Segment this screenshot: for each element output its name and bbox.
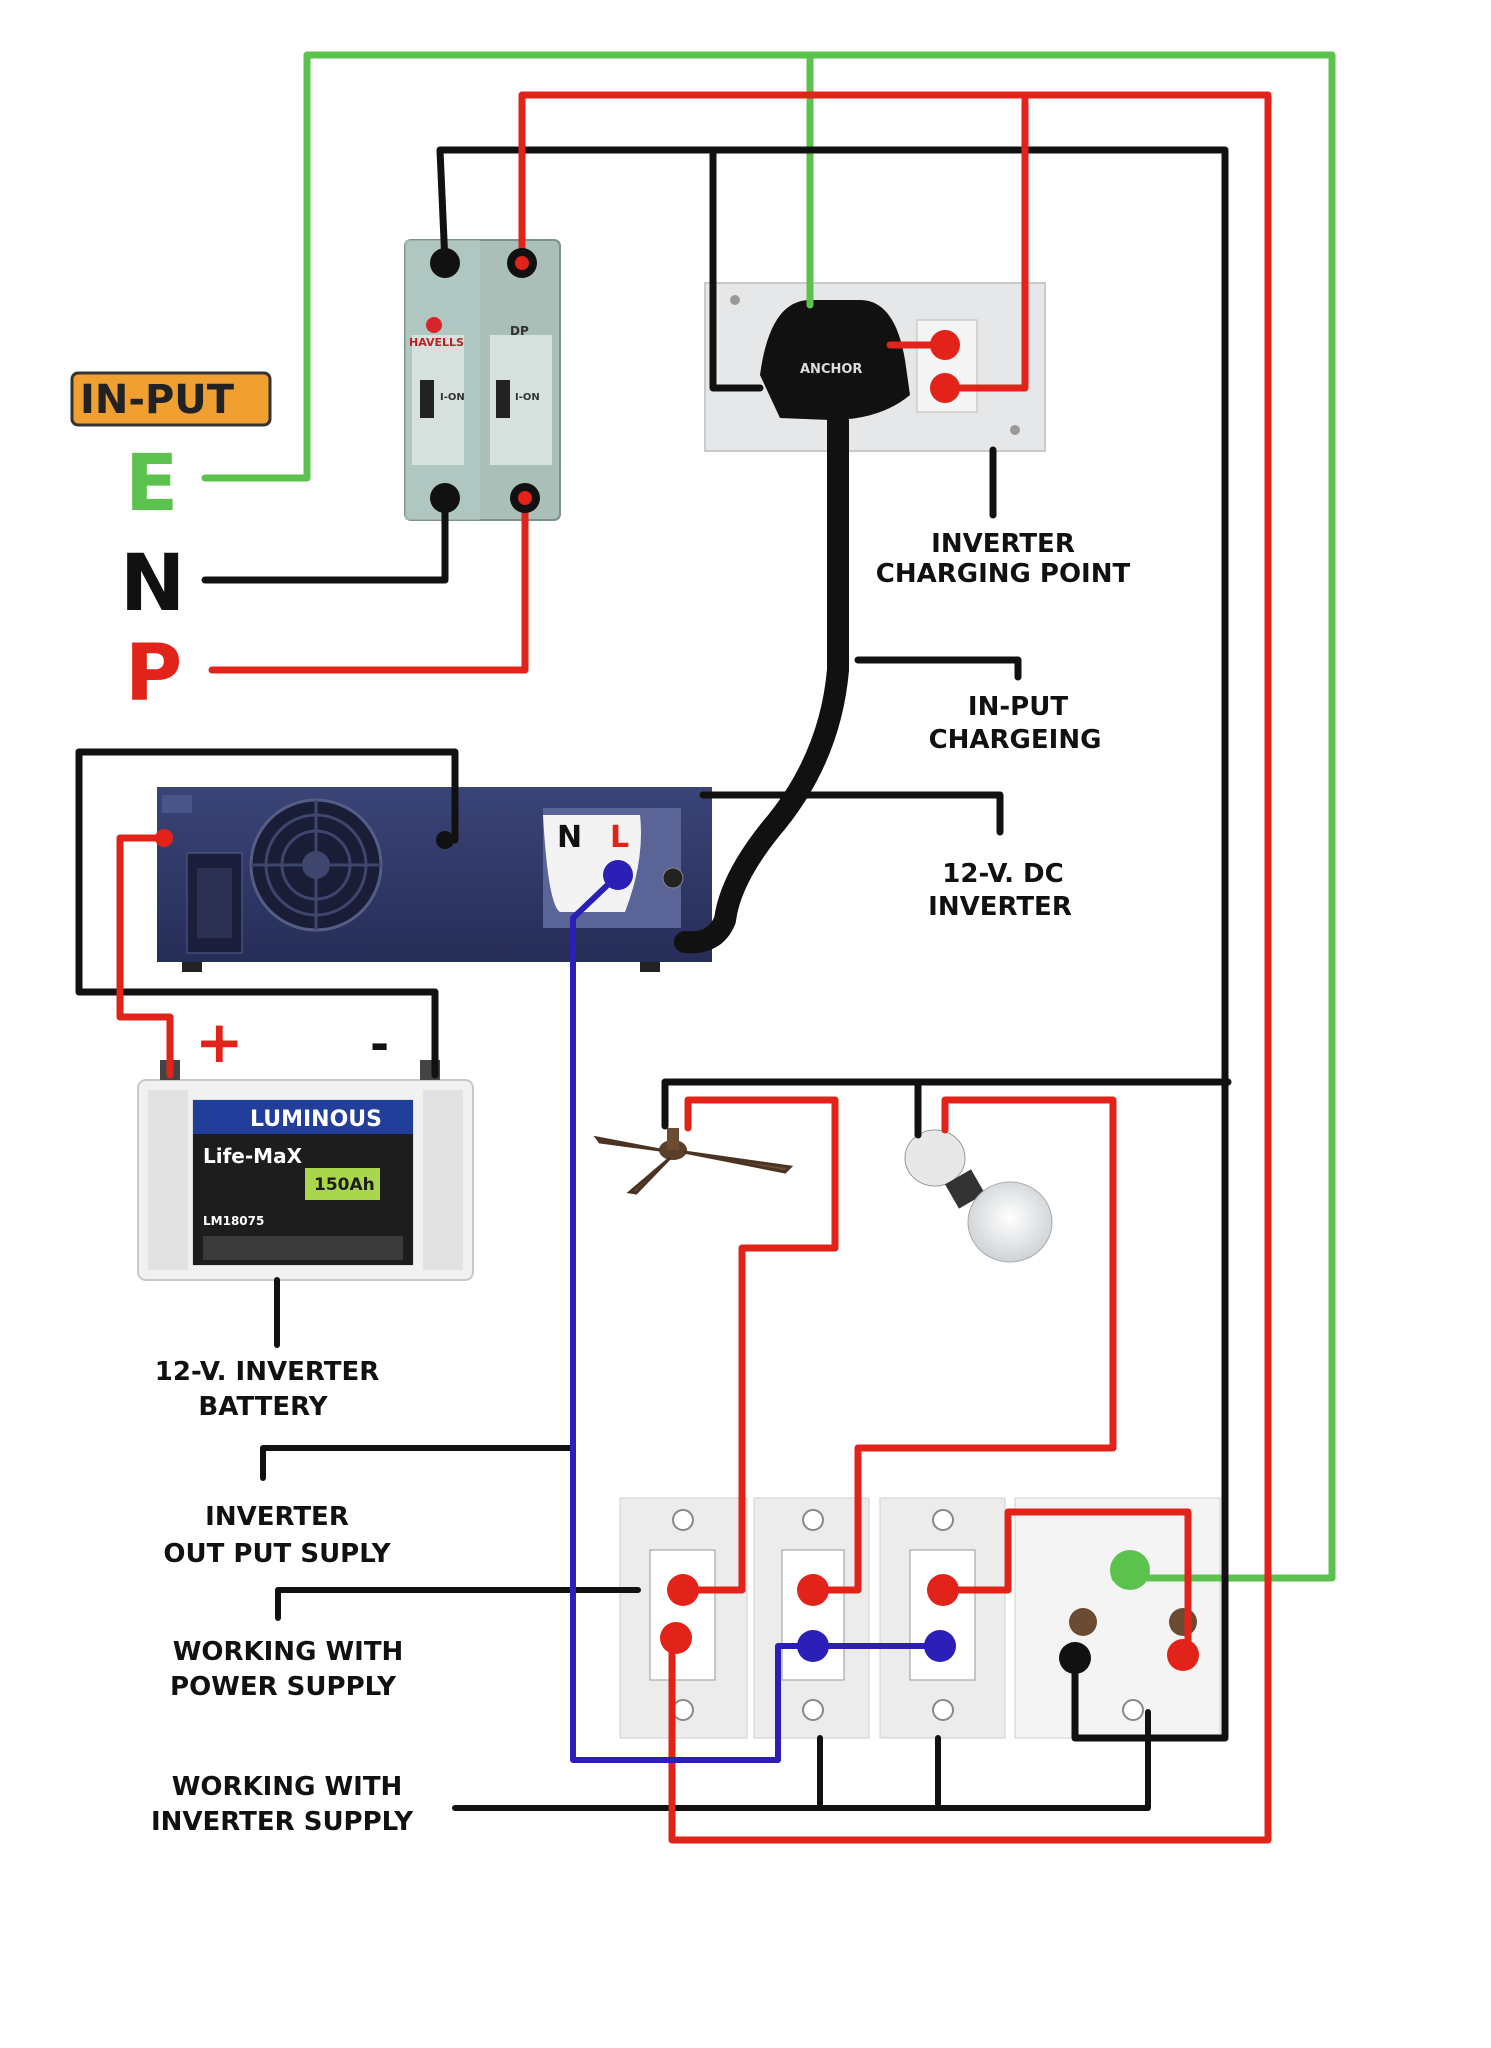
battery-code: LM18075 xyxy=(203,1214,264,1228)
havells-logo-icon xyxy=(426,317,442,333)
light-bulb-icon xyxy=(904,1129,1053,1263)
inverter-supply-label-2: INVERTER SUPPLY xyxy=(151,1807,414,1837)
battery-positive: + xyxy=(195,1008,244,1076)
breaker-brand: HAVELLS xyxy=(409,336,464,349)
input-charging-label-1: IN-PUT xyxy=(968,692,1068,722)
terminal-dots xyxy=(155,248,1199,1674)
battery-negative: - xyxy=(370,1017,389,1071)
battery-capacity: 150Ah xyxy=(314,1175,375,1195)
inverter-supply-label-1: WORKING WITH xyxy=(172,1772,403,1802)
switch-1[interactable] xyxy=(649,1549,716,1681)
phase-terminal: P xyxy=(125,629,182,719)
switch-board xyxy=(619,1497,1221,1739)
breaker-pole1-label: I-ON xyxy=(440,392,465,403)
charging-point-label-1: INVERTER xyxy=(931,529,1075,559)
charging-point-board: ANCHOR xyxy=(704,282,1046,452)
power-supply-label-1: WORKING WITH xyxy=(173,1637,404,1667)
breaker-pole2-label: I-ON xyxy=(515,392,540,403)
charging-cable xyxy=(674,409,849,954)
inverter-live-label: L xyxy=(610,820,629,855)
dp-breaker: I-ON I-ON HAVELLS DP xyxy=(404,239,561,521)
output-label-2: OUT PUT SUPLY xyxy=(163,1539,391,1569)
anchor-plug-icon xyxy=(760,300,910,420)
power-supply-label-2: POWER SUPPLY xyxy=(170,1672,397,1702)
battery-label-1: 12-V. INVERTER xyxy=(155,1357,379,1387)
input-charging-label-2: CHARGEING xyxy=(929,725,1102,755)
phase-wires xyxy=(116,91,1272,1844)
inverter-battery: LUMINOUS Life-MaX 150Ah LM18075 + - xyxy=(137,1008,474,1281)
input-badge: IN-PUT xyxy=(70,371,272,427)
input-label: IN-PUT xyxy=(80,377,235,423)
battery-model: Life-MaX xyxy=(203,1144,303,1168)
dc-inverter-label-1: 12-V. DC xyxy=(942,859,1063,889)
earth-terminal: E xyxy=(125,439,178,529)
socket-phase-hole xyxy=(1169,1608,1197,1636)
battery-brand: LUMINOUS xyxy=(250,1107,382,1132)
socket-neutral-hole xyxy=(1069,1608,1097,1636)
charging-point-label-2: CHARGING POINT xyxy=(876,559,1131,589)
battery-label-2: BATTERY xyxy=(198,1392,328,1422)
inverter-neutral-label: N xyxy=(557,820,582,855)
neutral-terminal: N xyxy=(120,539,185,629)
breaker-type: DP xyxy=(510,324,529,338)
ceiling-fan-icon xyxy=(593,1128,794,1195)
output-label-1: INVERTER xyxy=(205,1502,349,1532)
dc-inverter-label-2: INVERTER xyxy=(928,892,1072,922)
neutral-wires xyxy=(75,146,1232,1811)
plug-brand: ANCHOR xyxy=(800,362,862,377)
